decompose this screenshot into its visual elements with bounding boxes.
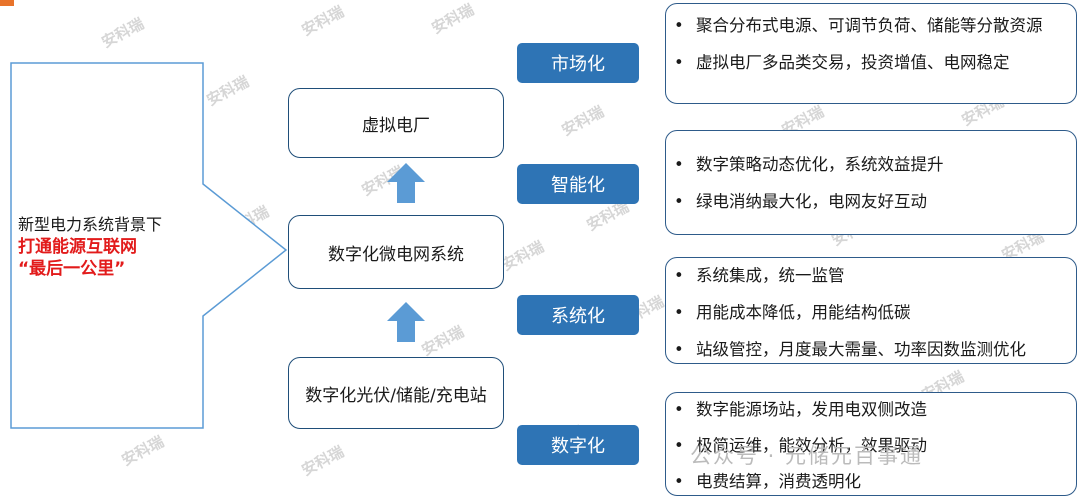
label-text: 智能化	[551, 175, 605, 196]
watermark: 安科瑞	[298, 2, 347, 40]
label-text: 数字化	[551, 436, 605, 457]
left-caption: 新型电力系统背景下 打通能源互联网 “最后一公里”	[18, 214, 208, 280]
label-digitalization: 数字化	[517, 425, 639, 465]
left-caption-line1: 新型电力系统背景下	[18, 215, 163, 234]
label-systematization: 系统化	[517, 295, 639, 335]
watermark: 安科瑞	[428, 0, 477, 38]
bullet-item: 虚拟电厂多品类交易，投资增值、电网稳定	[674, 50, 1070, 75]
box-label: 虚拟电厂	[362, 115, 430, 136]
bullet-item: 数字能源场站，发用电双侧改造	[674, 397, 1070, 423]
bullet-item: 用能成本降低，用能结构低碳	[674, 300, 1070, 326]
footer-watermark: 公众号 · 元储元百事通	[690, 444, 924, 468]
bullet-item: 电费结算，消费透明化	[674, 469, 1070, 495]
label-intelligence: 智能化	[517, 164, 639, 204]
corner-mark	[0, 0, 14, 6]
left-caption-highlight: 打通能源互联网	[18, 237, 137, 257]
bullet-item: 系统集成，统一监管	[674, 263, 1070, 289]
box-pv-storage-charging: 数字化光伏/储能/充电站	[288, 357, 504, 429]
bullet-item: 站级管控，月度最大需量、功率因数监测优化	[674, 337, 1070, 363]
watermark: 安科瑞	[498, 237, 547, 275]
panel-systematization: 系统集成，统一监管 用能成本降低，用能结构低碳 站级管控，月度最大需量、功率因数…	[665, 257, 1077, 364]
panel-marketization: 聚合分布式电源、可调节负荷、储能等分散资源 虚拟电厂多品类交易，投资增值、电网稳…	[665, 3, 1077, 104]
watermark: 安科瑞	[558, 102, 607, 140]
arrow-up-icon	[387, 302, 425, 342]
arrow-up-icon	[387, 163, 425, 203]
bullet-item: 数字策略动态优化，系统效益提升	[674, 152, 1070, 178]
block-arrow-icon	[10, 62, 288, 429]
watermark: 安科瑞	[298, 442, 347, 480]
left-caption-highlight-quote: “最后一公里”	[18, 259, 126, 279]
label-text: 系统化	[551, 306, 605, 327]
panel-intelligence: 数字策略动态优化，系统效益提升 绿电消纳最大化，电网友好互动	[665, 130, 1077, 235]
box-virtual-power-plant: 虚拟电厂	[288, 88, 504, 158]
bullet-item: 绿电消纳最大化，电网友好互动	[674, 189, 1070, 215]
watermark: 安科瑞	[98, 14, 147, 52]
box-label: 数字化光伏/储能/充电站	[305, 385, 487, 406]
panel-digitalization: 数字能源场站，发用电双侧改造 极简运维，能效分析，效果驱动 电费结算，消费透明化	[665, 392, 1077, 496]
watermark: 安科瑞	[118, 432, 167, 470]
bullet-item: 聚合分布式电源、可调节负荷、储能等分散资源	[674, 13, 1070, 38]
box-microgrid-system: 数字化微电网系统	[288, 215, 504, 289]
bullet-item: 极简运维，能效分析，效果驱动	[674, 433, 1070, 459]
box-label: 数字化微电网系统	[328, 244, 464, 265]
label-marketization: 市场化	[517, 43, 639, 83]
label-text: 市场化	[551, 54, 605, 75]
